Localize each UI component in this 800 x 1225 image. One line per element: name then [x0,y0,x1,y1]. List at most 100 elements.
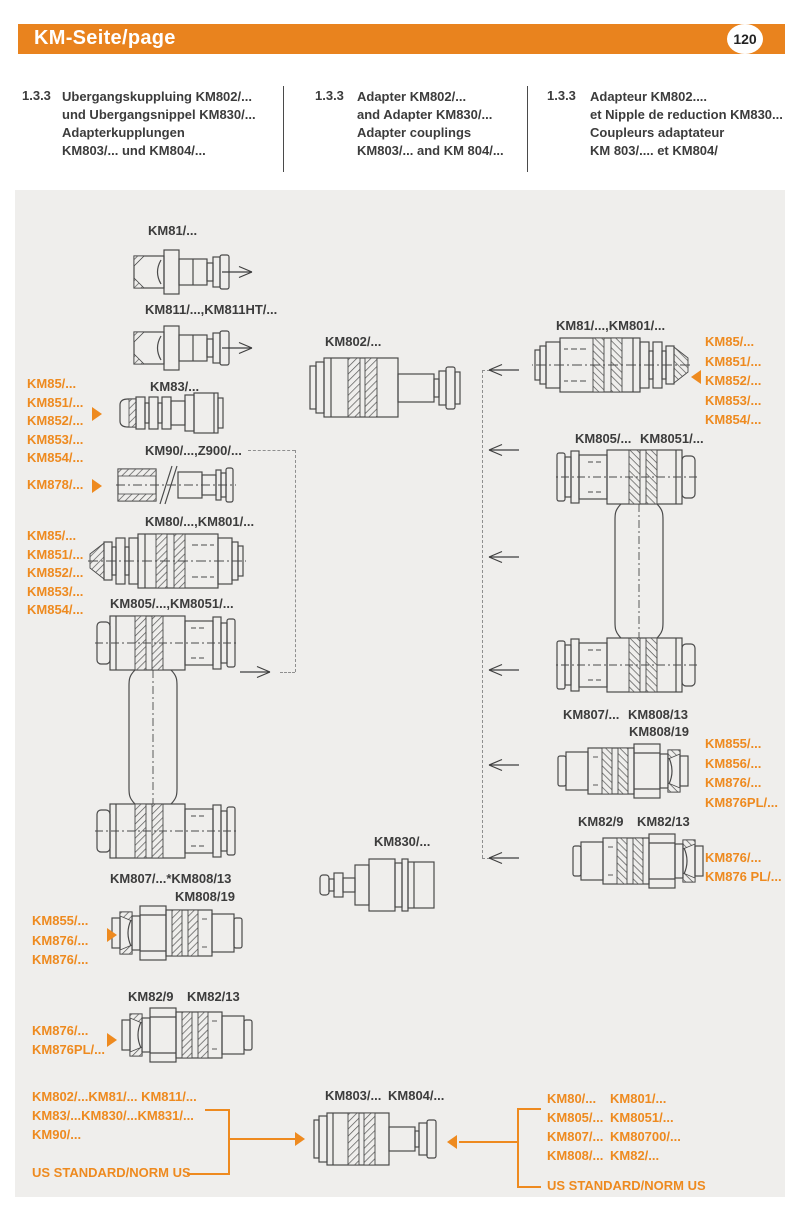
ref-left2-4: KM854/... [27,602,84,617]
drawing-km807-right [557,743,689,799]
ref-right2-2: KM876/... [705,775,762,790]
bottom-right-r1c1: KM80/... [547,1091,597,1106]
orange-arrow-left-icon [447,1135,457,1149]
triangle-right-icon [107,1033,117,1047]
label-km830: KM830/... [374,834,431,849]
section-number-en: 1.3.3 [315,88,344,103]
column-divider-2 [527,86,528,172]
ref-right1-3: KM853/... [705,393,762,408]
label-km802: KM802/... [325,334,382,349]
arrow-left-km805-mid [488,550,520,564]
drawing-km82-right [572,833,704,889]
arrow-left-km805-bottom [488,663,520,677]
ref-km878: KM878/... [27,477,84,492]
label-km83: KM83/... [150,379,200,394]
arrow-left-km805-top [488,443,520,457]
ref-left1-0: KM85/... [27,376,77,391]
label-km805-right-b: KM8051/... [640,431,704,446]
header-bar [18,24,785,54]
bottom-left-line2: KM83/...KM830/...KM831/... [32,1108,194,1123]
section-text-de: Ubergangskuppluing KM802/... und Ubergan… [62,89,256,158]
ref-right1-1: KM851/... [705,354,762,369]
ref-left2-2: KM852/... [27,565,84,580]
label-km803: KM803/... [325,1088,382,1103]
label-km807-right-b: KM808/13 [628,707,688,722]
drawing-km802 [309,357,461,418]
connector-dash-stub [280,672,295,673]
ref-left2-3: KM853/... [27,584,84,599]
bracket-right-stub-bottom [517,1186,541,1188]
bottom-right-r1c2: KM801/... [610,1091,667,1106]
section-text-fr: Adapteur KM802.... et Nipple de reductio… [590,89,783,158]
label-km82-right-b: KM82/13 [637,814,690,829]
page-title: KM-Seite/page [34,27,176,49]
ref-left2-0: KM85/... [27,528,77,543]
ref-left4-0: KM876/... [32,1023,89,1038]
ref-right3-1: KM876 PL/... [705,869,782,884]
connector-dash-vert [295,450,296,672]
label-km807-left-b: KM808/19 [175,889,235,904]
arrow-right-km811 [221,341,253,355]
drawing-km807-left [111,905,243,961]
arrow-left-km807-right [488,758,520,772]
orange-arrow-right-icon [295,1132,305,1146]
arrow-left-km82-right [488,851,520,865]
label-km82-right-a: KM82/9 [578,814,624,829]
bottom-left-standard: US STANDARD/NORM US [32,1165,191,1180]
spine-dash-stub-bottom [482,858,490,859]
bracket-left-vert [228,1109,230,1175]
ref-left3-2: KM876/... [32,952,89,967]
label-km90: KM90/...,Z900/... [145,443,242,458]
diagram-canvas: KM81/... KM811/...,KM811HT/... KM83/... … [15,190,785,1197]
bracket-right-stub-top [517,1108,541,1110]
triangle-left-icon [691,370,701,384]
label-km804: KM804/... [388,1088,445,1103]
label-km805-left: KM805/...,KM8051/... [110,596,234,611]
ref-right1-2: KM852/... [705,373,762,388]
ref-right2-0: KM855/... [705,736,762,751]
spine-dash-vert [482,370,483,858]
ref-left1-1: KM851/... [27,395,84,410]
triangle-right-icon [92,479,102,493]
ref-left4-1: KM876PL/... [32,1042,105,1057]
triangle-right-icon [107,928,117,942]
ref-left3-1: KM876/... [32,933,89,948]
bottom-right-r3c1: KM807/... [547,1129,604,1144]
label-km81-right: KM81/...,KM801/... [556,318,666,333]
bracket-right-vert [517,1108,519,1188]
section-text-en: Adapter KM802/... and Adapter KM830/... … [357,89,504,158]
arrow-left-km81-right [488,363,520,377]
drawing-km80 [87,533,247,589]
bottom-left-line1: KM802/...KM81/... KM811/... [32,1089,197,1104]
bottom-right-r3c2: KM80700/... [610,1129,681,1144]
bottom-right-r4c1: KM808/... [547,1148,604,1163]
drawing-km830 [319,858,435,912]
label-km805-right-a: KM805/... [575,431,632,446]
ref-right3-0: KM876/... [705,850,762,865]
bracket-left-stub-top [205,1109,228,1111]
orange-arrow-right-line [459,1141,517,1143]
spine-dash-stub-top [482,370,490,371]
column-divider-1 [283,86,284,172]
ref-left1-2: KM852/... [27,413,84,428]
ref-left1-4: KM854/... [27,450,84,465]
bottom-left-line3: KM90/... [32,1127,82,1142]
label-km80: KM80/...,KM801/... [145,514,255,529]
drawing-km90 [115,465,237,505]
ref-right1-4: KM854/... [705,412,762,427]
label-km81: KM81/... [148,223,198,238]
drawing-km803 [313,1112,437,1166]
ref-right2-3: KM876PL/... [705,795,778,810]
triangle-right-icon [92,407,102,421]
section-number-de: 1.3.3 [22,88,51,103]
bottom-right-standard: US STANDARD/NORM US [547,1178,706,1193]
label-km82-left-a: KM82/9 [128,989,174,1004]
bracket-left-stub-bottom [187,1173,228,1175]
ref-right2-1: KM856/... [705,756,762,771]
drawing-km805-left [95,612,240,862]
ref-left2-1: KM851/... [27,547,84,562]
label-km811: KM811/...,KM811HT/... [145,302,278,317]
ref-left1-3: KM853/... [27,432,84,447]
ref-left3-0: KM855/... [32,913,89,928]
